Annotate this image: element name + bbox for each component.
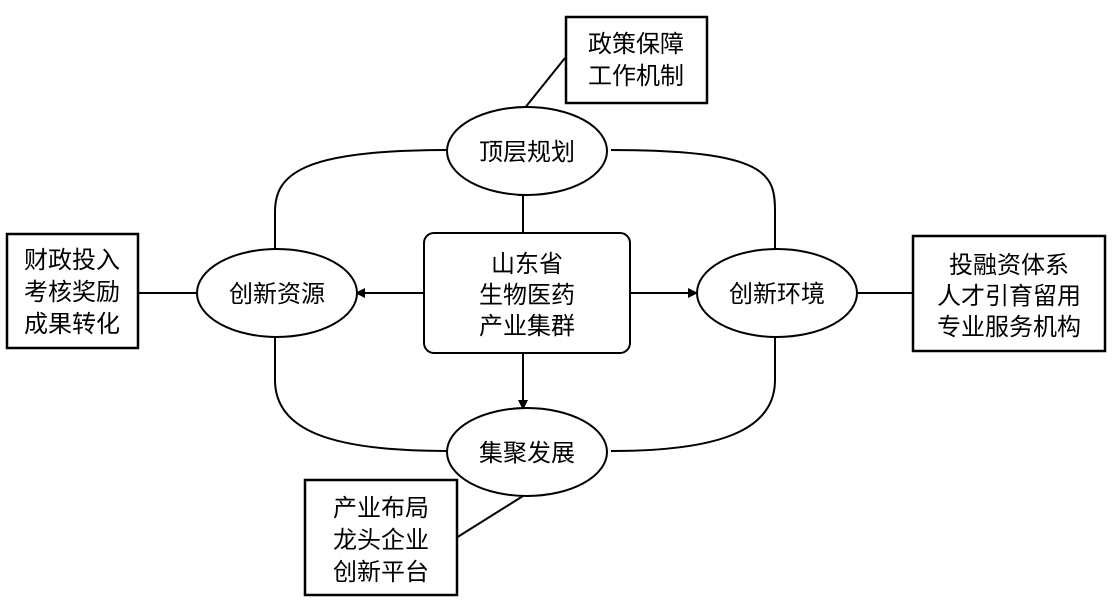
node-top-label: 顶层规划 (479, 138, 575, 166)
box-right (911, 234, 1107, 353)
center-line-3: 产业集群 (479, 312, 575, 340)
loop-connectors (274, 149, 776, 452)
center-line-2: 生物医药 (479, 281, 575, 309)
box-right-line-2: 人才引育留用 (937, 282, 1081, 310)
box-left-line-1: 财政投入 (24, 246, 120, 274)
connector-top-box (523, 57, 566, 110)
box-bottom-line-3: 创新平台 (333, 558, 429, 586)
node-right-label: 创新环境 (729, 280, 825, 308)
node-bottom-label: 集聚发展 (479, 439, 575, 467)
box-top-line-1: 政策保障 (588, 30, 684, 58)
box-left (5, 232, 140, 350)
loop-top-right (610, 149, 776, 250)
box-connectors (138, 57, 913, 539)
node-left-ellipse (196, 248, 358, 338)
node-bottom-ellipse (446, 407, 608, 497)
box-top-line-2: 工作机制 (588, 62, 684, 90)
connector-bottom-box (455, 495, 524, 539)
box-left-line-3: 成果转化 (24, 310, 120, 338)
loop-bottom-right (610, 330, 776, 452)
loop-top-left (274, 149, 448, 260)
center-box (423, 232, 631, 354)
box-bottom-line-2: 龙头企业 (333, 526, 429, 554)
loop-bottom-left (274, 330, 448, 452)
box-bottom-line-1: 产业布局 (333, 494, 429, 522)
box-top (564, 15, 709, 105)
node-top-ellipse (446, 106, 608, 196)
box-left-line-2: 考核奖励 (24, 278, 120, 306)
center-line-1: 山东省 (491, 250, 563, 278)
node-right-ellipse (696, 248, 858, 338)
box-right-line-3: 专业服务机构 (937, 313, 1081, 341)
box-bottom (303, 478, 459, 597)
box-right-line-1: 投融资体系 (949, 251, 1069, 279)
arrows (355, 186, 698, 410)
node-left-label: 创新资源 (229, 280, 325, 308)
